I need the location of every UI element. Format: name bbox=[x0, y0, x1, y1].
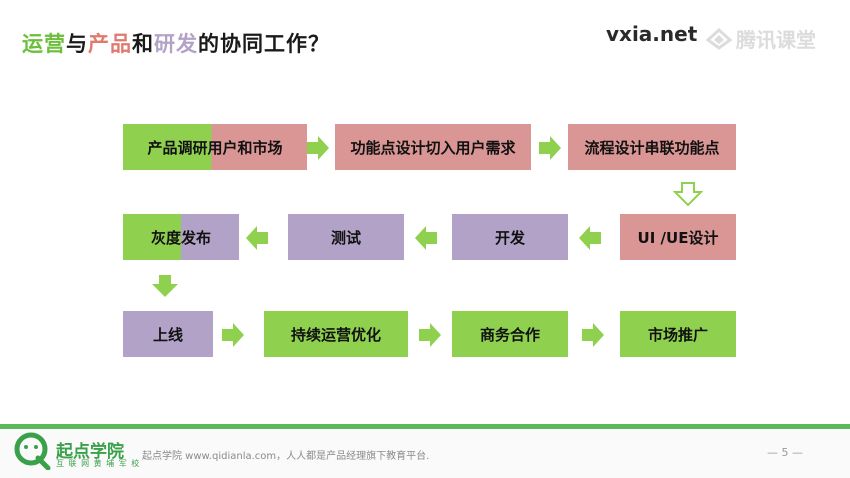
step-label: 产品调研用户和市场 bbox=[147, 138, 283, 157]
step-label: 商务合作 bbox=[479, 325, 540, 344]
logo-subtitle: 互 联 网 黄 埔 军 校 bbox=[56, 459, 141, 468]
step-gray-release: 灰度发布 bbox=[123, 214, 239, 260]
watermark-tencent-text: 腾讯课堂 bbox=[736, 28, 816, 52]
arrow-left-2 bbox=[415, 226, 437, 250]
step-label: 灰度发布 bbox=[150, 228, 211, 247]
title-part-and: 与 bbox=[66, 32, 88, 56]
arrow-right-1 bbox=[307, 136, 329, 160]
watermark-vxia: vxia.net bbox=[606, 22, 698, 46]
arrow-down-outline bbox=[673, 182, 703, 207]
step-label: 市场推广 bbox=[647, 325, 708, 344]
arrow-down-solid bbox=[152, 275, 178, 297]
step-business-cooperation: 商务合作 bbox=[452, 311, 568, 357]
title-part-rnd: 研发 bbox=[154, 32, 198, 56]
step-testing: 测试 bbox=[288, 214, 404, 260]
step-ui-ue-design: UI /UE设计 bbox=[620, 214, 736, 260]
page-title: 运营与产品和研发的协同工作？ bbox=[22, 28, 330, 58]
step-market-promotion: 市场推广 bbox=[620, 311, 736, 357]
arrow-right-5 bbox=[582, 323, 604, 347]
title-part-and2: 和 bbox=[132, 32, 154, 56]
title-part-product: 产品 bbox=[88, 32, 132, 56]
step-feature-design: 功能点设计切入用户需求 bbox=[335, 124, 531, 170]
step-label: 功能点设计切入用户需求 bbox=[350, 138, 516, 157]
tencent-logo-icon bbox=[706, 27, 732, 50]
step-label: 上线 bbox=[152, 325, 183, 344]
logo-text: 起点学院 bbox=[56, 442, 124, 462]
arrow-right-2 bbox=[539, 136, 561, 160]
arrow-right-4 bbox=[419, 323, 441, 347]
step-flow-design: 流程设计串联功能点 bbox=[568, 124, 736, 170]
footer-divider bbox=[0, 424, 850, 429]
title-part-rest: 的协同工作？ bbox=[198, 32, 330, 56]
footer-description: 起点学院 www.qidianla.com，人人都是产品经理旗下教育平台. bbox=[142, 451, 430, 462]
step-product-research: 产品调研用户和市场 bbox=[123, 124, 307, 170]
page-number: — 5 — bbox=[767, 446, 803, 459]
qidian-logo-icon bbox=[14, 432, 51, 470]
step-label: 持续运营优化 bbox=[290, 325, 381, 344]
step-launch: 上线 bbox=[123, 311, 213, 357]
footer-background bbox=[0, 429, 850, 478]
step-label: UI /UE设计 bbox=[637, 228, 719, 247]
watermark-tencent: 腾讯课堂 bbox=[706, 24, 816, 53]
arrow-right-3 bbox=[222, 323, 244, 347]
arrow-left-3 bbox=[246, 226, 268, 250]
step-continuous-ops: 持续运营优化 bbox=[264, 311, 408, 357]
step-label: 流程设计串联功能点 bbox=[584, 138, 720, 157]
step-label: 开发 bbox=[494, 228, 525, 247]
arrow-left-1 bbox=[579, 226, 601, 250]
step-label: 测试 bbox=[330, 228, 361, 247]
title-part-operations: 运营 bbox=[22, 32, 66, 56]
step-development: 开发 bbox=[452, 214, 568, 260]
